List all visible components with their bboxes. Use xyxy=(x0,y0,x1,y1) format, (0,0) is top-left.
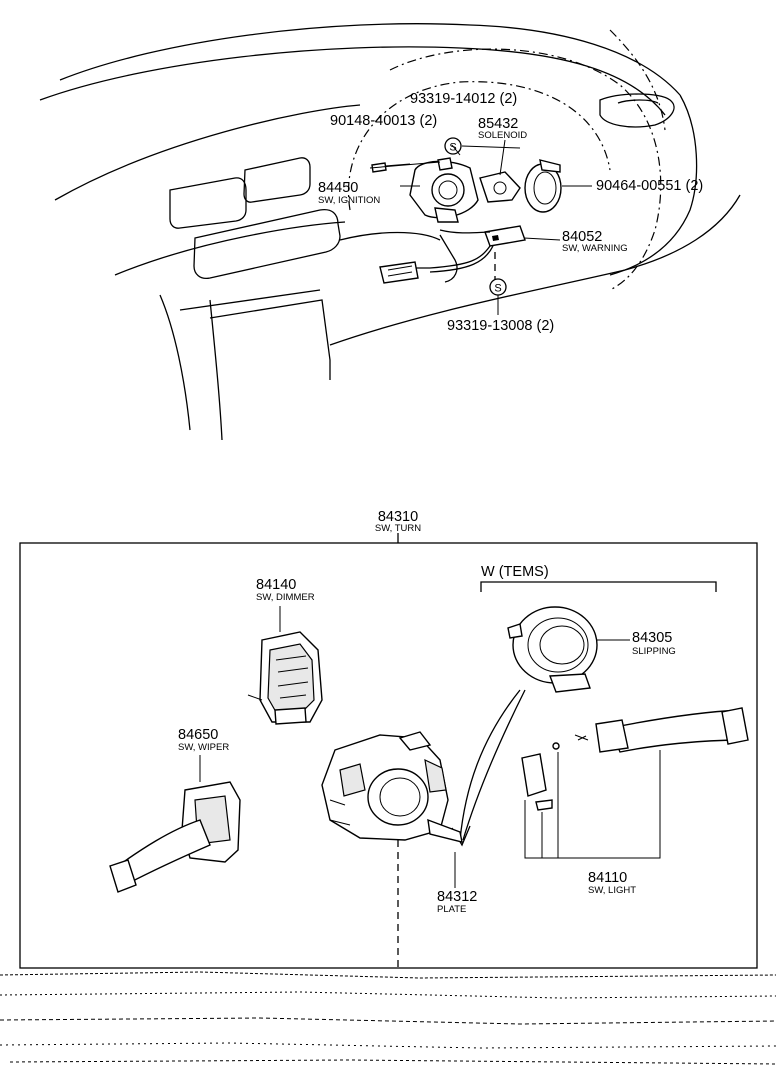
callout-84305-desc: SLIPPING xyxy=(632,646,676,657)
callout-84110-desc: SW, LIGHT xyxy=(588,885,636,896)
callout-84450-desc: SW, IGNITION xyxy=(318,195,380,206)
callout-84140-desc: SW, DIMMER xyxy=(256,592,315,603)
dashboard-outline xyxy=(39,23,741,441)
callout-85432-desc: SOLENOID xyxy=(478,130,527,141)
callout-90464-00551: 90464-00551 (2) xyxy=(596,178,703,194)
svg-text:S: S xyxy=(494,283,501,295)
callout-84052-desc: SW, WARNING xyxy=(562,243,628,254)
callout-84312-number: 84312 xyxy=(437,889,477,905)
callout-84650-number: 84650 xyxy=(178,727,218,743)
spiral-cable-slipping xyxy=(507,606,630,693)
turn-switch-assembly-frame xyxy=(19,542,758,969)
turn-switch-body xyxy=(321,731,463,843)
callout-93319-14012: 93319-14012 (2) xyxy=(410,91,517,107)
callout-84310-desc: SW, TURN xyxy=(375,523,421,534)
s-marker-upper: S xyxy=(444,137,462,155)
callout-84305-number: 84305 xyxy=(632,630,672,646)
dimmer-switch xyxy=(247,606,323,725)
callout-84310-number: 84310 xyxy=(378,509,418,525)
callout-84052-number: 84052 xyxy=(562,229,602,245)
callout-93319-13008: 93319-13008 (2) xyxy=(447,318,554,334)
light-switch-lever xyxy=(521,707,749,859)
variant-label: W (TEMS) xyxy=(481,564,549,580)
callout-84650-desc: SW, WIPER xyxy=(178,742,229,753)
callout-90148-40013: 90148-40013 (2) xyxy=(330,113,437,129)
svg-text:S: S xyxy=(449,142,456,154)
callout-84312-desc: PLATE xyxy=(437,904,466,915)
scan-artifacts xyxy=(0,971,776,1065)
callout-84110-number: 84110 xyxy=(588,870,627,886)
callout-84140-number: 84140 xyxy=(256,577,296,593)
wiper-switch xyxy=(109,755,241,893)
callout-84450-number: 84450 xyxy=(318,180,358,196)
variant-bracket xyxy=(480,581,717,592)
ignition-switch-assembly xyxy=(369,139,592,315)
callout-85432-number: 85432 xyxy=(478,116,518,132)
s-marker-lower: S xyxy=(489,278,507,296)
